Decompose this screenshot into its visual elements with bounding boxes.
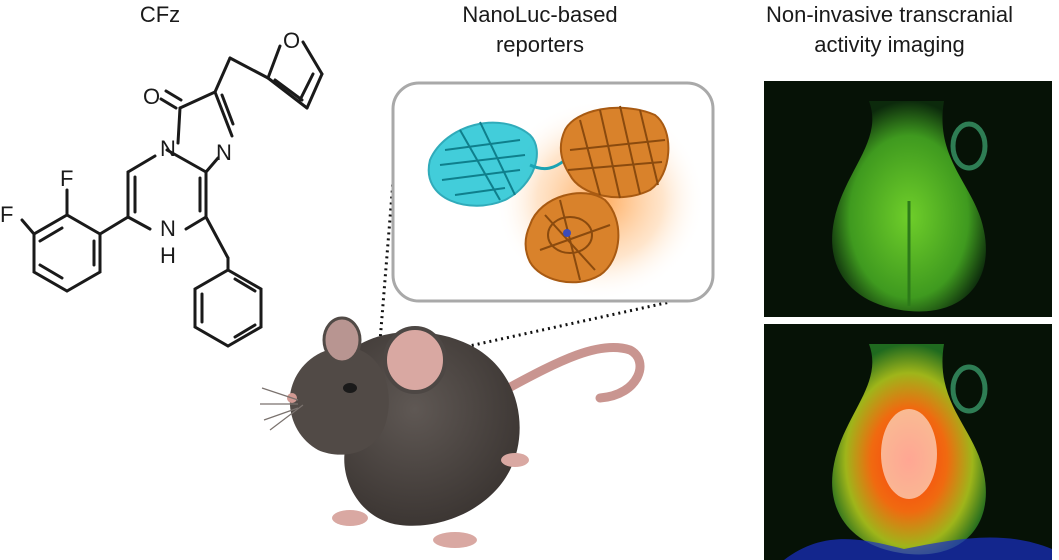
mouse-feet bbox=[332, 453, 529, 548]
atom-o-furan: O bbox=[283, 28, 300, 53]
structure-bonds bbox=[20, 40, 324, 348]
mouse-ear-front bbox=[383, 326, 447, 394]
mouse-eye bbox=[343, 383, 357, 393]
imaging-title: Non-invasive transcranial activity imagi… bbox=[766, 2, 1013, 57]
brain-image-top bbox=[764, 81, 1052, 317]
atom-nh-n: N bbox=[160, 216, 176, 241]
atom-o-carbonyl: O bbox=[143, 84, 160, 109]
orange-protein-top bbox=[559, 105, 670, 199]
mouse-tail bbox=[500, 342, 645, 403]
atom-nh-h: H bbox=[160, 243, 176, 268]
brain-image-bottom-graphic bbox=[764, 324, 1052, 560]
reporters-title: NanoLuc-based reporters bbox=[462, 2, 618, 57]
cyan-fluorescent-protein bbox=[427, 121, 566, 207]
atom-f2: F bbox=[0, 202, 13, 227]
brain-image-top-graphic bbox=[764, 81, 1052, 317]
orange-protein-bottom bbox=[524, 192, 620, 284]
atom-f1: F bbox=[60, 166, 73, 191]
cfz-structure: O O N N N H F F bbox=[0, 28, 324, 348]
mouse-whiskers bbox=[260, 387, 304, 431]
atom-n-imine: N bbox=[216, 140, 232, 165]
brain-image-bottom bbox=[764, 324, 1052, 560]
compound-title: CFz bbox=[139, 2, 181, 27]
mouse-ear-back bbox=[322, 316, 362, 364]
atom-n-bridge: N bbox=[160, 136, 176, 161]
mouse-illustration bbox=[260, 316, 645, 548]
